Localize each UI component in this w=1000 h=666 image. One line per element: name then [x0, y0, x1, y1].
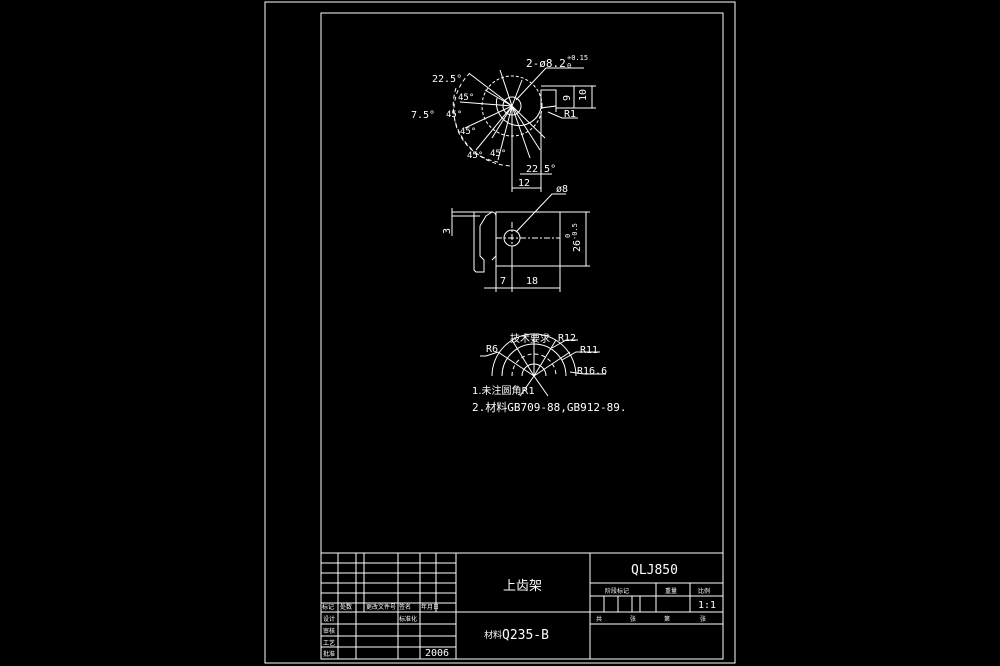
- front-view-plate: [495, 211, 561, 267]
- front-view: ø8 3 26 0 -0.5 7 18: [442, 184, 590, 292]
- top-view-outline: [495, 89, 557, 127]
- outer-border: [264, 1, 736, 664]
- tb-label-sheets-b: 张: [700, 615, 706, 623]
- hole-tol-upper: +0.15: [567, 54, 588, 62]
- note-1: 1.未注圆角R1: [472, 384, 535, 397]
- tb-label-total: 共: [596, 615, 602, 623]
- radius-view: R6 技术要求 R12 R11 R16.6 1.未注圆角R1 2.材料GB709…: [472, 332, 626, 414]
- tb-label-change-doc: 更改文件号: [366, 603, 396, 611]
- tb-label-approve: 批准: [323, 650, 335, 658]
- tb-scale: 1:1: [698, 600, 716, 611]
- tb-label-mark: 标记: [322, 603, 334, 611]
- tech-req-title: 技术要求: [510, 332, 550, 345]
- hole-tol-lower: 0: [567, 62, 571, 70]
- tb-material-prefix: 材料: [484, 629, 502, 641]
- dim-26: 26: [572, 240, 583, 252]
- tb-label-sheet-no: 第: [664, 615, 670, 623]
- tb-label-count: 处数: [340, 603, 352, 611]
- tb-material: Q235-B: [502, 628, 549, 643]
- dim-26-tol-lower: -0.5: [571, 223, 579, 240]
- dim-3: 3: [442, 228, 453, 234]
- title-block: 标记 处数 更改文件号 签名 年月日 设计 标准化 审核 工艺 批准 2006 …: [320, 552, 724, 660]
- angle-45-a: 45°: [458, 93, 474, 103]
- radius-r11: R11: [580, 345, 598, 356]
- radius-r12: R12: [558, 333, 576, 344]
- angle-45-d: 45°: [467, 151, 483, 161]
- tb-year: 2006: [425, 648, 449, 659]
- dim-26-tol-upper: 0: [564, 234, 572, 238]
- tb-label-date: 年月日: [421, 603, 439, 611]
- tb-label-standard: 标准化: [399, 615, 417, 623]
- tb-label-process: 工艺: [323, 639, 335, 647]
- dim-r1: R1: [564, 109, 576, 120]
- angle-45-b: 45°: [446, 110, 462, 120]
- tb-label-design: 设计: [323, 615, 335, 623]
- angle-7-5: 7.5°: [411, 110, 435, 121]
- radius-r16-6: R16.6: [577, 366, 607, 377]
- note-2: 2.材料GB709-88,GB912-89.: [472, 400, 626, 414]
- hole-callout-label: 2-ø8.2: [526, 57, 566, 70]
- dim-9: 9: [562, 95, 573, 101]
- angle-45-e: 45°: [490, 149, 506, 159]
- top-view: 2-ø8.2 +0.15 0 10 9 R1 22.5° 7.5° 45° 45…: [411, 54, 596, 192]
- dim-phi8: ø8: [556, 184, 568, 195]
- dim-18: 18: [526, 276, 538, 287]
- dim-12: 12: [518, 178, 530, 189]
- tb-label-stage: 阶段标记: [605, 587, 629, 595]
- radius-r6: R6: [486, 344, 498, 355]
- tb-label-weight: 重量: [665, 587, 677, 595]
- angle-22-5-top: 22.5°: [432, 74, 462, 85]
- dim-10: 10: [578, 89, 589, 101]
- dim-7: 7: [500, 276, 506, 287]
- tb-label-sheets-a: 张: [630, 615, 636, 623]
- tb-label-scale: 比例: [698, 587, 710, 595]
- angle-45-c: 45°: [460, 127, 476, 137]
- tb-label-sign: 签名: [399, 603, 411, 611]
- tb-label-review: 审核: [323, 627, 335, 635]
- tb-part-name: 上齿架: [503, 579, 542, 594]
- front-view-bend: [473, 211, 494, 273]
- angle-22-5-bottom: 22.5°: [526, 164, 556, 175]
- tb-drawing-no: QLJ850: [631, 563, 678, 578]
